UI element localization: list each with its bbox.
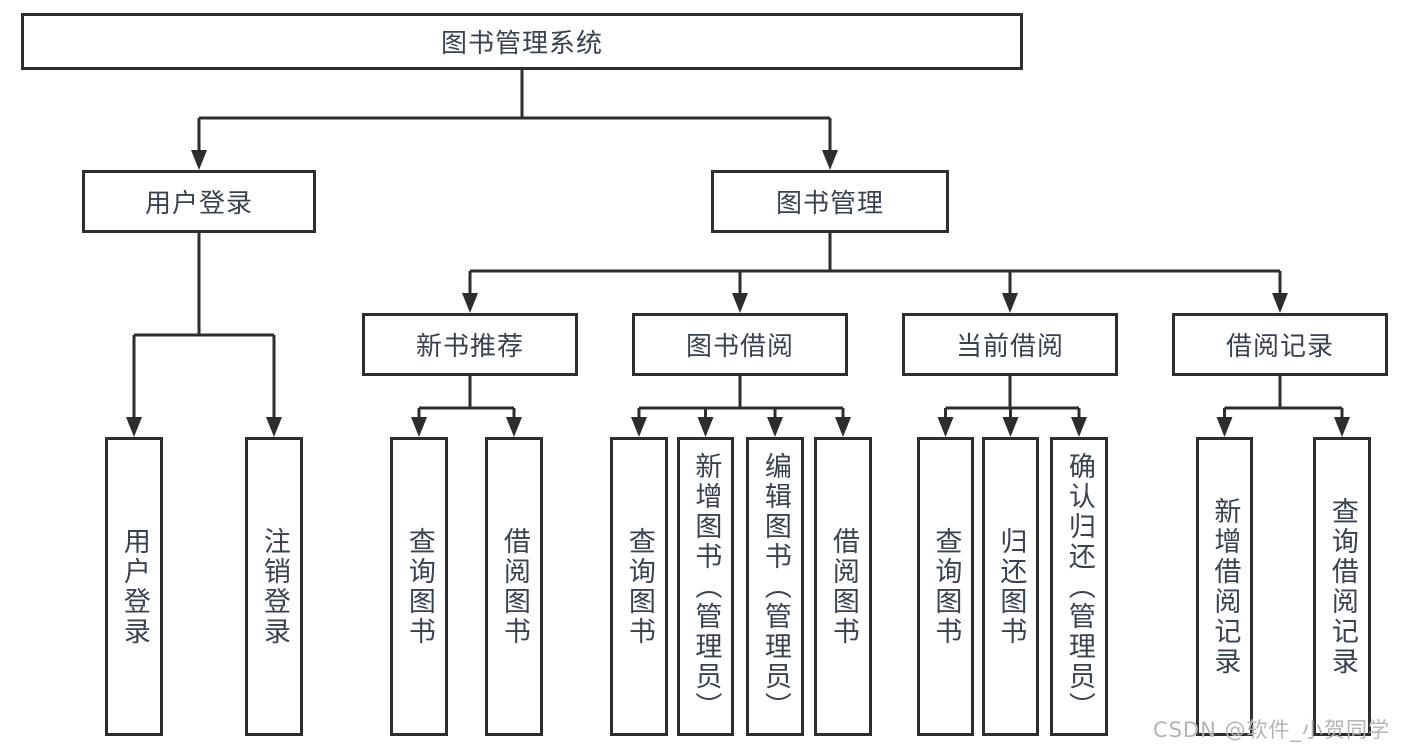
node-label: 借阅图书 — [827, 526, 859, 647]
node-root-library-system: 图书管理系统 — [21, 13, 1023, 70]
node-label: 借阅记录 — [1225, 332, 1334, 362]
arrowhead — [697, 417, 714, 437]
leaf-query-borrow-record: 查询借阅记录 — [1313, 437, 1371, 736]
edge-userlogin-to-leaves — [132, 233, 276, 421]
csdn-watermark: CSDN @软件_小贺同学 — [1152, 718, 1390, 742]
edge-borrowrecords-to-leaves — [1223, 376, 1344, 421]
node-label: 编辑图书（管理员） — [759, 451, 791, 722]
node-label: 用户登录 — [118, 526, 150, 647]
edge-bookborrow-to-leaves — [637, 376, 845, 421]
leaf-add-borrow-record: 新增借阅记录 — [1196, 437, 1253, 736]
leaf-query-books-borrow: 查询图书 — [610, 437, 668, 736]
arrowhead — [506, 417, 522, 437]
arrowhead — [191, 150, 207, 170]
node-label: 查询图书 — [930, 526, 962, 647]
node-label: 归还图书 — [995, 526, 1027, 647]
arrowhead — [1071, 417, 1087, 437]
node-label: 注销登录 — [258, 526, 290, 647]
arrowhead — [732, 293, 748, 313]
node-label: 查询图书 — [403, 526, 435, 647]
arrowhead — [835, 417, 851, 437]
leaf-borrow-books: 借阅图书 — [814, 437, 872, 736]
node-user-login: 用户登录 — [82, 170, 316, 233]
node-book-management: 图书管理 — [711, 170, 949, 233]
node-borrow-records: 借阅记录 — [1172, 313, 1388, 376]
leaf-add-books-admin: 新增图书（管理员） — [677, 437, 734, 736]
leaf-confirm-return-admin: 确认归还（管理员） — [1050, 437, 1108, 736]
arrowhead — [767, 417, 783, 437]
arrowhead — [1272, 293, 1288, 313]
edge-currentborrow-to-leaves — [944, 376, 1081, 421]
node-label: 用户登录 — [144, 189, 253, 219]
arrowhead — [822, 150, 838, 170]
edge-root-to-level2 — [197, 70, 832, 154]
arrowhead — [1216, 417, 1233, 437]
node-label: 图书管理 — [775, 189, 884, 219]
arrowhead — [631, 417, 647, 437]
node-current-borrow: 当前借阅 — [902, 313, 1118, 376]
leaf-query-books-current: 查询图书 — [917, 437, 974, 736]
leaf-user-login: 用户登录 — [105, 437, 163, 736]
arrowhead — [937, 417, 954, 437]
arrowhead — [126, 417, 142, 437]
node-label: 图书管理系统 — [440, 29, 603, 59]
node-label: 图书借阅 — [685, 332, 794, 362]
leaf-query-books-recommend: 查询图书 — [390, 437, 448, 736]
arrowhead — [1002, 417, 1019, 437]
arrowhead — [1002, 293, 1018, 313]
node-label: 查询借阅记录 — [1326, 496, 1358, 677]
arrowhead — [266, 417, 282, 437]
node-label: 新增借阅记录 — [1209, 496, 1241, 677]
edge-bookmgmt-to-level3 — [468, 233, 1282, 297]
arrowhead — [1334, 417, 1350, 437]
node-label: 新书推荐 — [415, 332, 524, 362]
leaf-logout: 注销登录 — [245, 437, 303, 736]
node-label: 查询图书 — [623, 526, 655, 647]
leaf-edit-books-admin: 编辑图书（管理员） — [746, 437, 804, 736]
node-label: 新增图书（管理员） — [690, 451, 722, 722]
leaf-borrow-books-recommend: 借阅图书 — [485, 437, 543, 736]
node-book-borrow: 图书借阅 — [632, 313, 848, 376]
arrowhead — [411, 417, 427, 437]
leaf-return-books: 归还图书 — [982, 437, 1039, 736]
node-label: 确认归还（管理员） — [1063, 451, 1095, 722]
node-label: 借阅图书 — [498, 526, 530, 647]
node-label: 当前借阅 — [955, 332, 1064, 362]
arrowhead — [462, 293, 478, 313]
node-new-book-recommend: 新书推荐 — [362, 313, 578, 376]
edge-newbook-to-leaves — [417, 376, 516, 421]
